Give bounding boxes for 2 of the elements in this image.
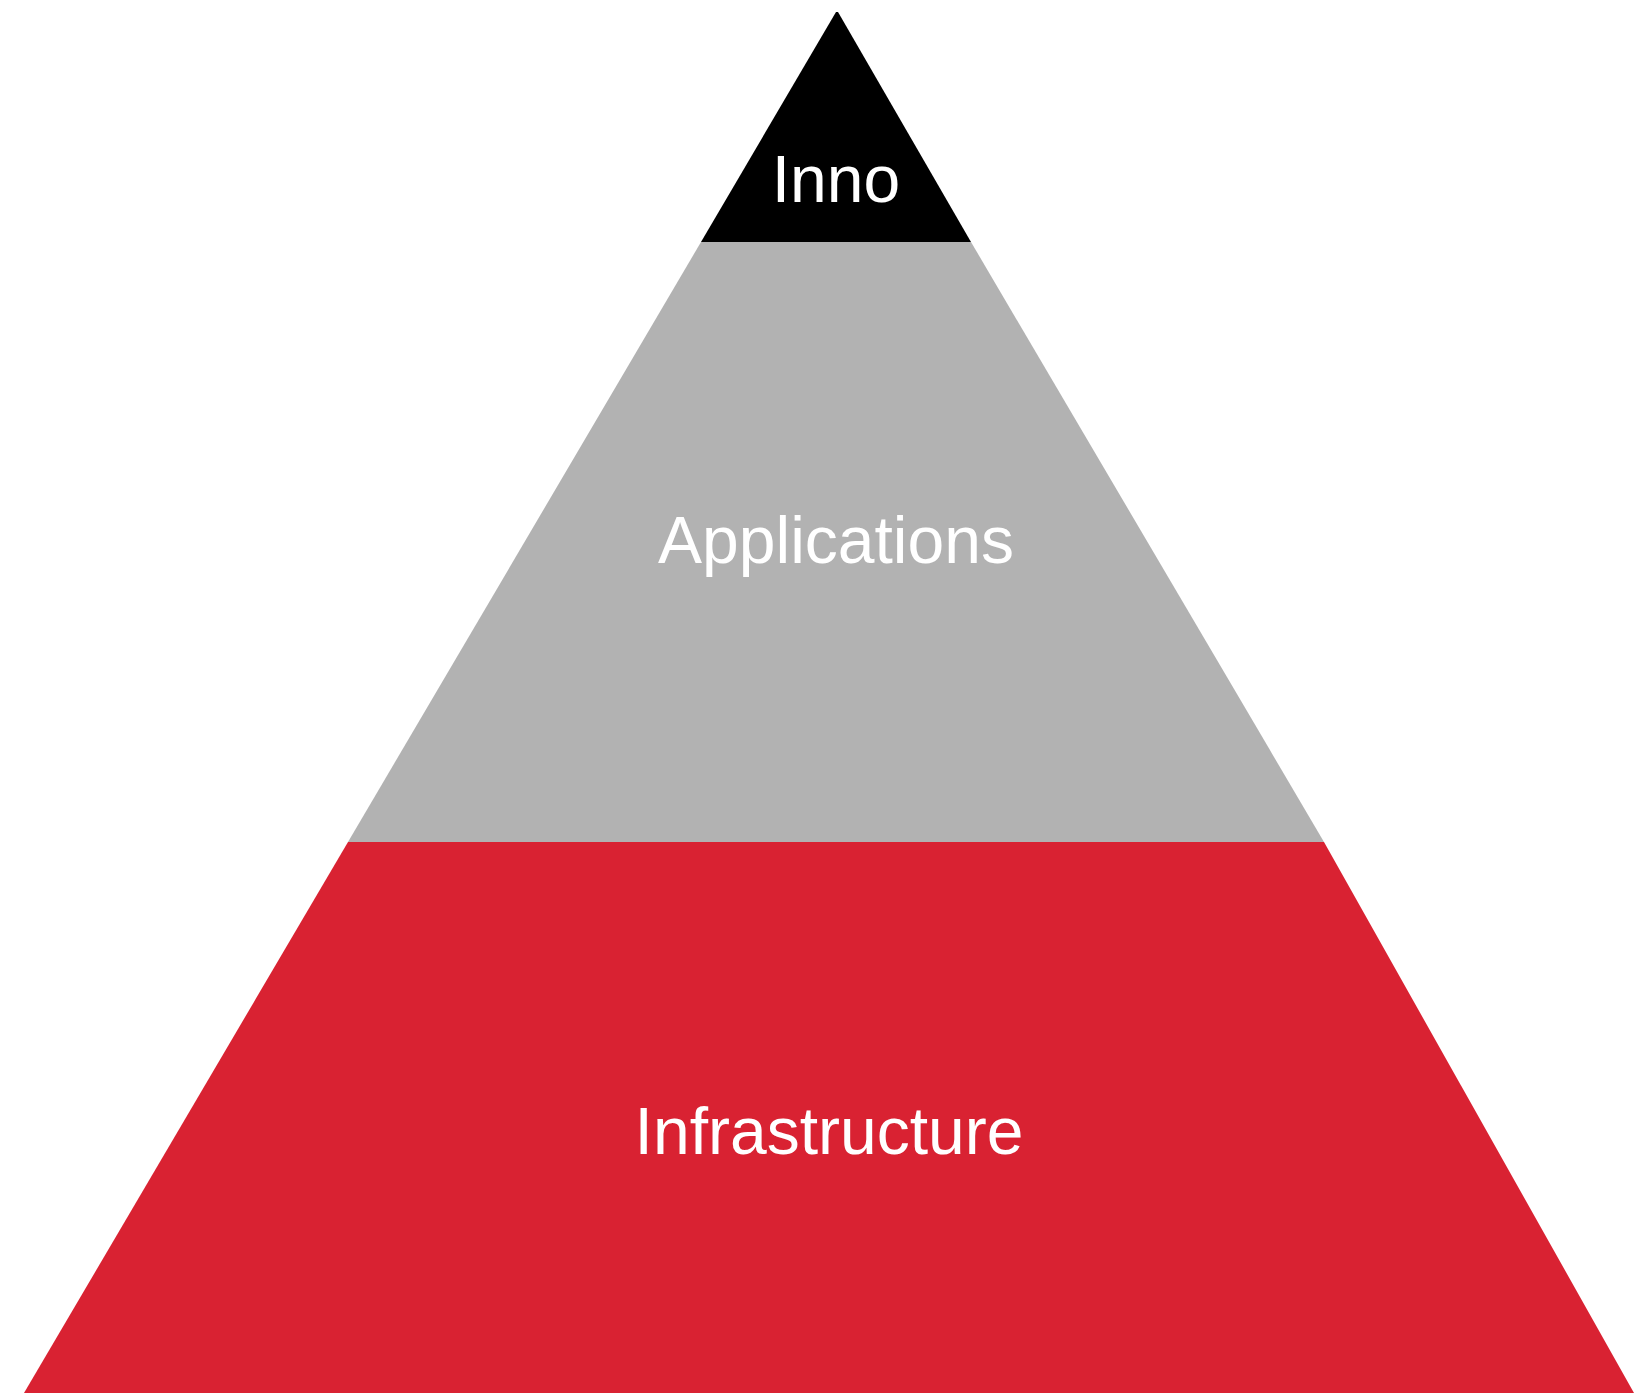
tier-label: Infrastructure: [634, 1098, 1024, 1164]
tier-label: Inno: [771, 146, 901, 212]
